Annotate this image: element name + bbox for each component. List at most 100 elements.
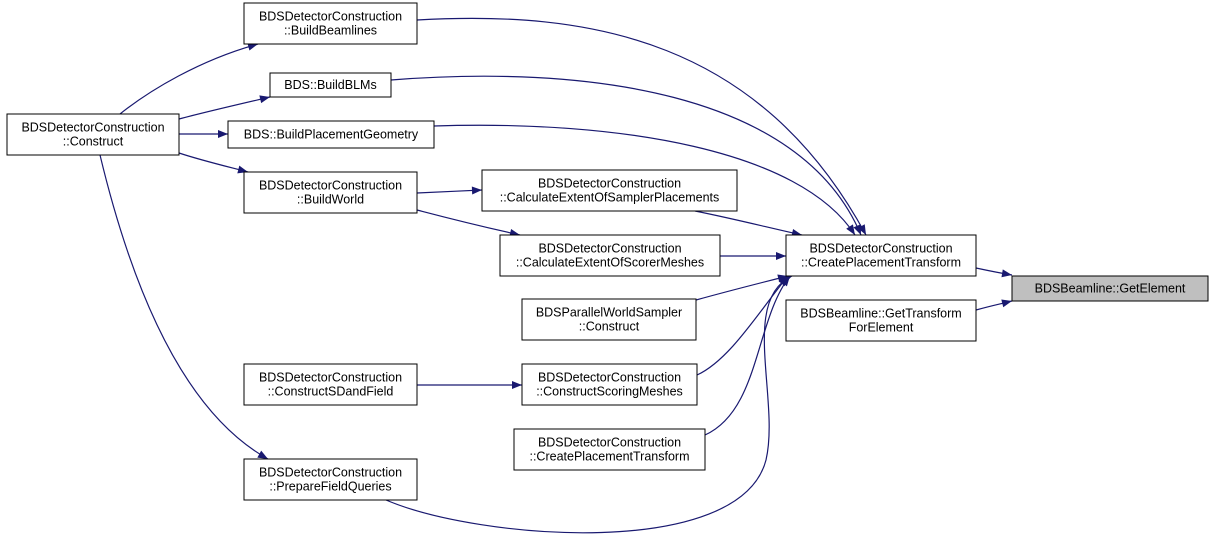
edge-calcSampler-to-createPlacementMain <box>694 210 803 237</box>
node-box <box>269 72 392 98</box>
edge-arrowhead <box>257 450 268 459</box>
node-label-line: BDSBeamline::GetTransform <box>800 307 961 321</box>
node-label-line: BDSDetectorConstruction <box>538 371 681 385</box>
node-label-line: BDS::BuildBLMs <box>284 78 376 92</box>
edges-layer <box>99 17 1013 534</box>
edge-line <box>99 154 269 460</box>
node-label-line: BDSBeamline::GetElement <box>1035 282 1186 296</box>
node-sdField[interactable]: BDSDetectorConstruction::ConstructSDandF… <box>243 363 418 406</box>
edge-arrowhead <box>857 224 866 235</box>
edge-line <box>704 275 791 436</box>
edge-line <box>385 275 793 534</box>
node-label-line: BDSDetectorConstruction <box>259 466 402 480</box>
edge-parallelSampler-to-createPlacementMain <box>695 274 789 301</box>
edge-construct-to-buildBeamlines <box>119 42 259 115</box>
edge-buildBLMs-to-createPlacementMain <box>390 75 862 236</box>
node-scoringMeshes[interactable]: BDSDetectorConstruction::ConstructScorin… <box>521 363 698 406</box>
node-label-line: ::Construct <box>63 135 124 149</box>
node-box <box>1011 275 1209 302</box>
edge-calcScorer-to-createPlacementMain <box>720 252 786 260</box>
node-label-line: ::CalculateExtentOfSamplerPlacements <box>500 191 720 205</box>
node-construct[interactable]: BDSDetectorConstruction::Construct <box>6 113 180 156</box>
edge-construct-to-buildWorld <box>178 152 249 174</box>
edge-line <box>416 209 521 236</box>
edge-buildBeamlines-to-createPlacementMain <box>416 17 867 236</box>
node-createPlacementLower[interactable]: BDSDetectorConstruction::CreatePlacement… <box>513 428 706 471</box>
edge-arrowhead <box>471 186 482 195</box>
edge-line <box>694 210 803 236</box>
node-label-line: ::PrepareFieldQueries <box>269 480 391 494</box>
node-label-line: BDS::BuildPlacementGeometry <box>244 128 419 142</box>
node-label-line: ::ConstructScoringMeshes <box>536 385 683 399</box>
node-box <box>6 113 180 156</box>
node-box <box>243 2 418 45</box>
node-label-line: ::BuildWorld <box>297 193 364 207</box>
node-box <box>785 234 977 277</box>
node-label-line: BDSDetectorConstruction <box>538 177 681 191</box>
edge-line <box>119 43 259 115</box>
node-box <box>481 169 738 212</box>
node-buildPlacementGeometry[interactable]: BDS::BuildPlacementGeometry <box>227 120 435 149</box>
node-box <box>521 363 698 406</box>
node-label-line: BDSParallelWorldSampler <box>536 306 682 320</box>
edge-construct-to-buildBLMs <box>178 95 271 120</box>
node-label-line: BDSDetectorConstruction <box>21 121 164 135</box>
node-getElement: BDSBeamline::GetElement <box>1011 275 1209 302</box>
node-label-line: BDSDetectorConstruction <box>259 371 402 385</box>
node-buildBLMs[interactable]: BDS::BuildBLMs <box>269 72 392 98</box>
edge-construct-to-prepareField <box>99 154 269 460</box>
node-label-line: ::BuildBeamlines <box>284 24 377 38</box>
edge-arrowhead <box>1001 299 1012 308</box>
edge-line <box>178 152 249 173</box>
edge-arrowhead <box>1001 269 1012 278</box>
edge-line <box>695 275 789 301</box>
node-label-line: BDSDetectorConstruction <box>809 242 952 256</box>
edge-buildPlacementGeometry-to-createPlacementMain <box>433 124 856 236</box>
node-calcSampler[interactable]: BDSDetectorConstruction::CalculateExtent… <box>481 169 738 212</box>
node-label-line: ::CreatePlacementTransform <box>801 256 961 270</box>
node-box <box>513 428 706 471</box>
node-label-line: ::CreatePlacementTransform <box>529 450 689 464</box>
edge-line <box>390 75 862 236</box>
node-box <box>785 299 977 342</box>
node-prepareField[interactable]: BDSDetectorConstruction::PrepareFieldQue… <box>243 458 418 501</box>
node-label-line: ForElement <box>849 321 914 335</box>
nodes-layer: BDSDetectorConstruction::ConstructBDSDet… <box>6 2 1209 501</box>
edge-arrowhead <box>846 224 855 235</box>
edge-createPlacementLower-to-createPlacementMain <box>704 275 791 436</box>
edge-arrowhead <box>259 95 270 104</box>
node-calcScorer[interactable]: BDSDetectorConstruction::CalculateExtent… <box>499 234 721 277</box>
node-box <box>243 171 418 214</box>
edge-arrowhead <box>237 165 248 174</box>
edge-arrowhead <box>853 224 861 235</box>
edge-line <box>433 124 856 236</box>
edge-line <box>696 275 789 376</box>
node-label-line: BDSDetectorConstruction <box>259 179 402 193</box>
edge-sdField-to-scoringMeshes <box>417 381 522 389</box>
node-label-line: BDSDetectorConstruction <box>538 242 681 256</box>
edge-line <box>416 17 867 236</box>
node-label-line: BDSDetectorConstruction <box>259 10 402 24</box>
edge-getTransform-to-getElement <box>975 299 1013 311</box>
node-box <box>499 234 721 277</box>
edge-line <box>178 96 271 120</box>
edge-buildWorld-to-calcScorer <box>416 209 521 237</box>
node-parallelSampler[interactable]: BDSParallelWorldSampler::Construct <box>521 298 697 341</box>
edge-prepareField-to-createPlacementMain <box>385 275 793 534</box>
node-buildBeamlines[interactable]: BDSDetectorConstruction::BuildBeamlines <box>243 2 418 45</box>
edge-createPlacementMain-to-getElement <box>975 267 1013 278</box>
node-label-line: ::CalculateExtentOfScorerMeshes <box>516 256 704 270</box>
edge-buildWorld-to-calcSampler <box>416 186 483 195</box>
node-buildWorld[interactable]: BDSDetectorConstruction::BuildWorld <box>243 171 418 214</box>
node-box <box>521 298 697 341</box>
edge-construct-to-buildPlacementGeometry <box>179 130 228 138</box>
node-box <box>243 363 418 406</box>
edge-arrowhead <box>781 276 792 284</box>
node-box <box>227 120 435 149</box>
edge-arrowhead <box>776 252 786 260</box>
node-createPlacementMain[interactable]: BDSDetectorConstruction::CreatePlacement… <box>785 234 977 277</box>
edge-arrowhead <box>512 381 522 389</box>
node-label-line: ::Construct <box>579 320 640 334</box>
